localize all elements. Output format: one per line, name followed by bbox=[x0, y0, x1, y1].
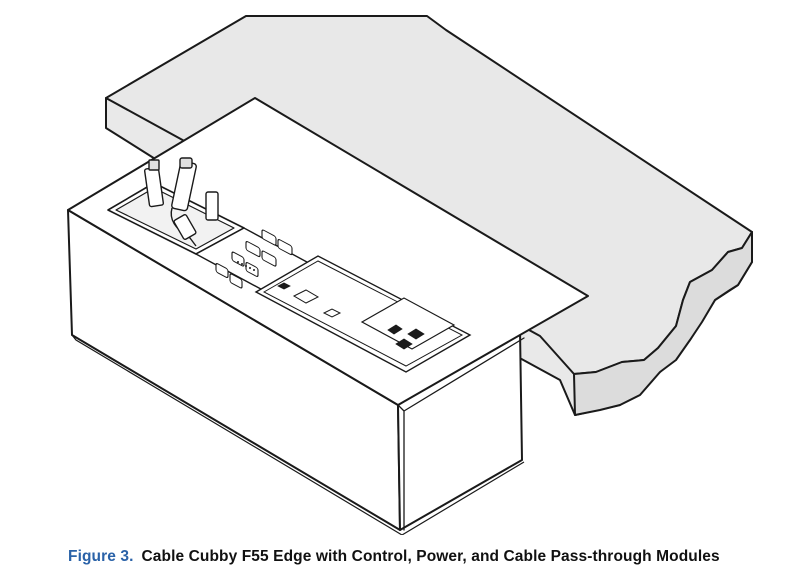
ac-outlet-slot-3 bbox=[395, 338, 413, 350]
small-connector-plug bbox=[205, 191, 219, 221]
figure-title: Cable Cubby F55 Edge with Control, Power… bbox=[141, 548, 720, 565]
dual-plug bbox=[173, 214, 197, 240]
usb-c-port bbox=[322, 308, 342, 318]
cable-passthrough-opening bbox=[115, 187, 235, 250]
control-button-8 bbox=[229, 273, 243, 289]
product-illustration bbox=[67, 15, 753, 535]
cable-connectors-group bbox=[143, 157, 219, 247]
control-indicator-dots bbox=[237, 261, 255, 271]
control-button-4 bbox=[261, 250, 277, 267]
table-broken-edge bbox=[573, 231, 753, 416]
control-button-7 bbox=[215, 263, 229, 279]
enclosure-corner-shading bbox=[397, 337, 525, 531]
ac-outlet-slot-1 bbox=[387, 324, 403, 335]
control-buttons bbox=[215, 229, 293, 289]
control-button-2 bbox=[277, 238, 293, 256]
enclosure-base-line bbox=[71, 334, 525, 535]
usb-charging-port bbox=[292, 289, 320, 304]
figure-caption: Figure 3. Cable Cubby F55 Edge with Contr… bbox=[68, 548, 720, 566]
ac-outlet-slot-2 bbox=[407, 328, 425, 340]
power-indicator bbox=[277, 282, 291, 290]
control-button-5 bbox=[231, 251, 245, 267]
power-module bbox=[254, 255, 472, 373]
hdmi-tip bbox=[179, 157, 193, 169]
control-button-1 bbox=[261, 229, 277, 246]
control-button-3 bbox=[245, 240, 261, 258]
plug-tip bbox=[148, 159, 160, 171]
figure-number: Figure 3. bbox=[68, 548, 134, 565]
ac-outlet-frame bbox=[360, 297, 456, 350]
